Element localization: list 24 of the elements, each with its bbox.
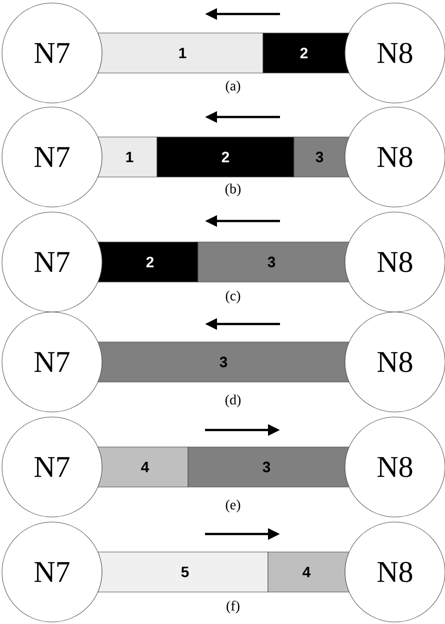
panel-label: (f) bbox=[226, 600, 240, 614]
node-label: N8 bbox=[378, 352, 412, 372]
bar-segment: 2 bbox=[156, 136, 294, 178]
node-label: N8 bbox=[378, 456, 412, 478]
node-label: N8 bbox=[378, 562, 412, 582]
panel-label: (e) bbox=[226, 500, 240, 512]
bar-segment: 4 bbox=[98, 446, 188, 488]
panel-label: (c) bbox=[226, 290, 240, 304]
panel-label: (d) bbox=[225, 394, 241, 408]
bar-segment: 3 bbox=[98, 342, 350, 382]
node-label: N8 bbox=[378, 252, 412, 272]
bar-segment: 2 bbox=[262, 32, 350, 74]
bar-segment: 1 bbox=[98, 32, 264, 74]
node-label: N8 bbox=[378, 42, 412, 64]
bar-segment: 3 bbox=[198, 242, 350, 282]
node-label: N8 bbox=[378, 146, 412, 168]
bar-segment: 3 bbox=[188, 446, 350, 488]
node-label: N7 bbox=[34, 562, 70, 582]
bar-segment: 5 bbox=[98, 552, 268, 592]
bar-segment: 4 bbox=[268, 552, 350, 592]
bar-segment: 1 bbox=[98, 136, 158, 178]
bar-segment: 2 bbox=[98, 242, 198, 282]
panel-label: (a) bbox=[226, 80, 240, 94]
bar-segment: 3 bbox=[294, 136, 350, 178]
